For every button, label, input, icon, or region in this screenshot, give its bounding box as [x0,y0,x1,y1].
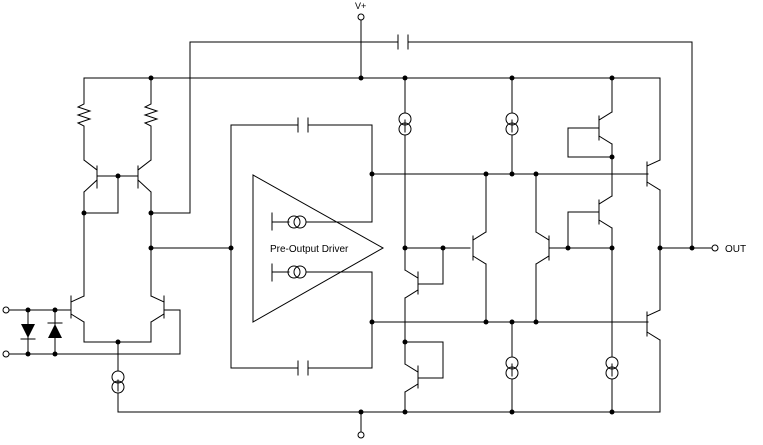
output-stage [646,77,661,413]
out-label: OUT [725,244,746,255]
resistor-right [143,99,159,151]
terminal-ground [357,431,365,439]
resistor-left [76,99,92,151]
terminal-input-upper [2,306,10,314]
feedback-capacitor [397,34,409,50]
terminal-input-lower [2,350,10,358]
current-source-512-bottom [505,356,519,380]
bias-network [371,77,649,413]
pre-output-driver-block: Pre-Output Driver [230,117,385,376]
current-source-405 [398,112,412,136]
vplus-label: V+ [355,1,366,11]
supply-and-feedback-wiring [83,17,712,433]
terminal-out [711,244,719,252]
driver-label: Pre-Output Driver [270,244,349,255]
junction-dots [25,75,695,415]
current-source-tail [111,370,125,394]
input-stage [7,77,232,413]
diode-up [47,322,63,338]
terminal-vplus [357,13,365,21]
driver-triangle [252,174,385,323]
current-source-512-top [505,112,519,136]
diode-down [20,324,36,340]
current-source-612-bottom [605,356,619,380]
